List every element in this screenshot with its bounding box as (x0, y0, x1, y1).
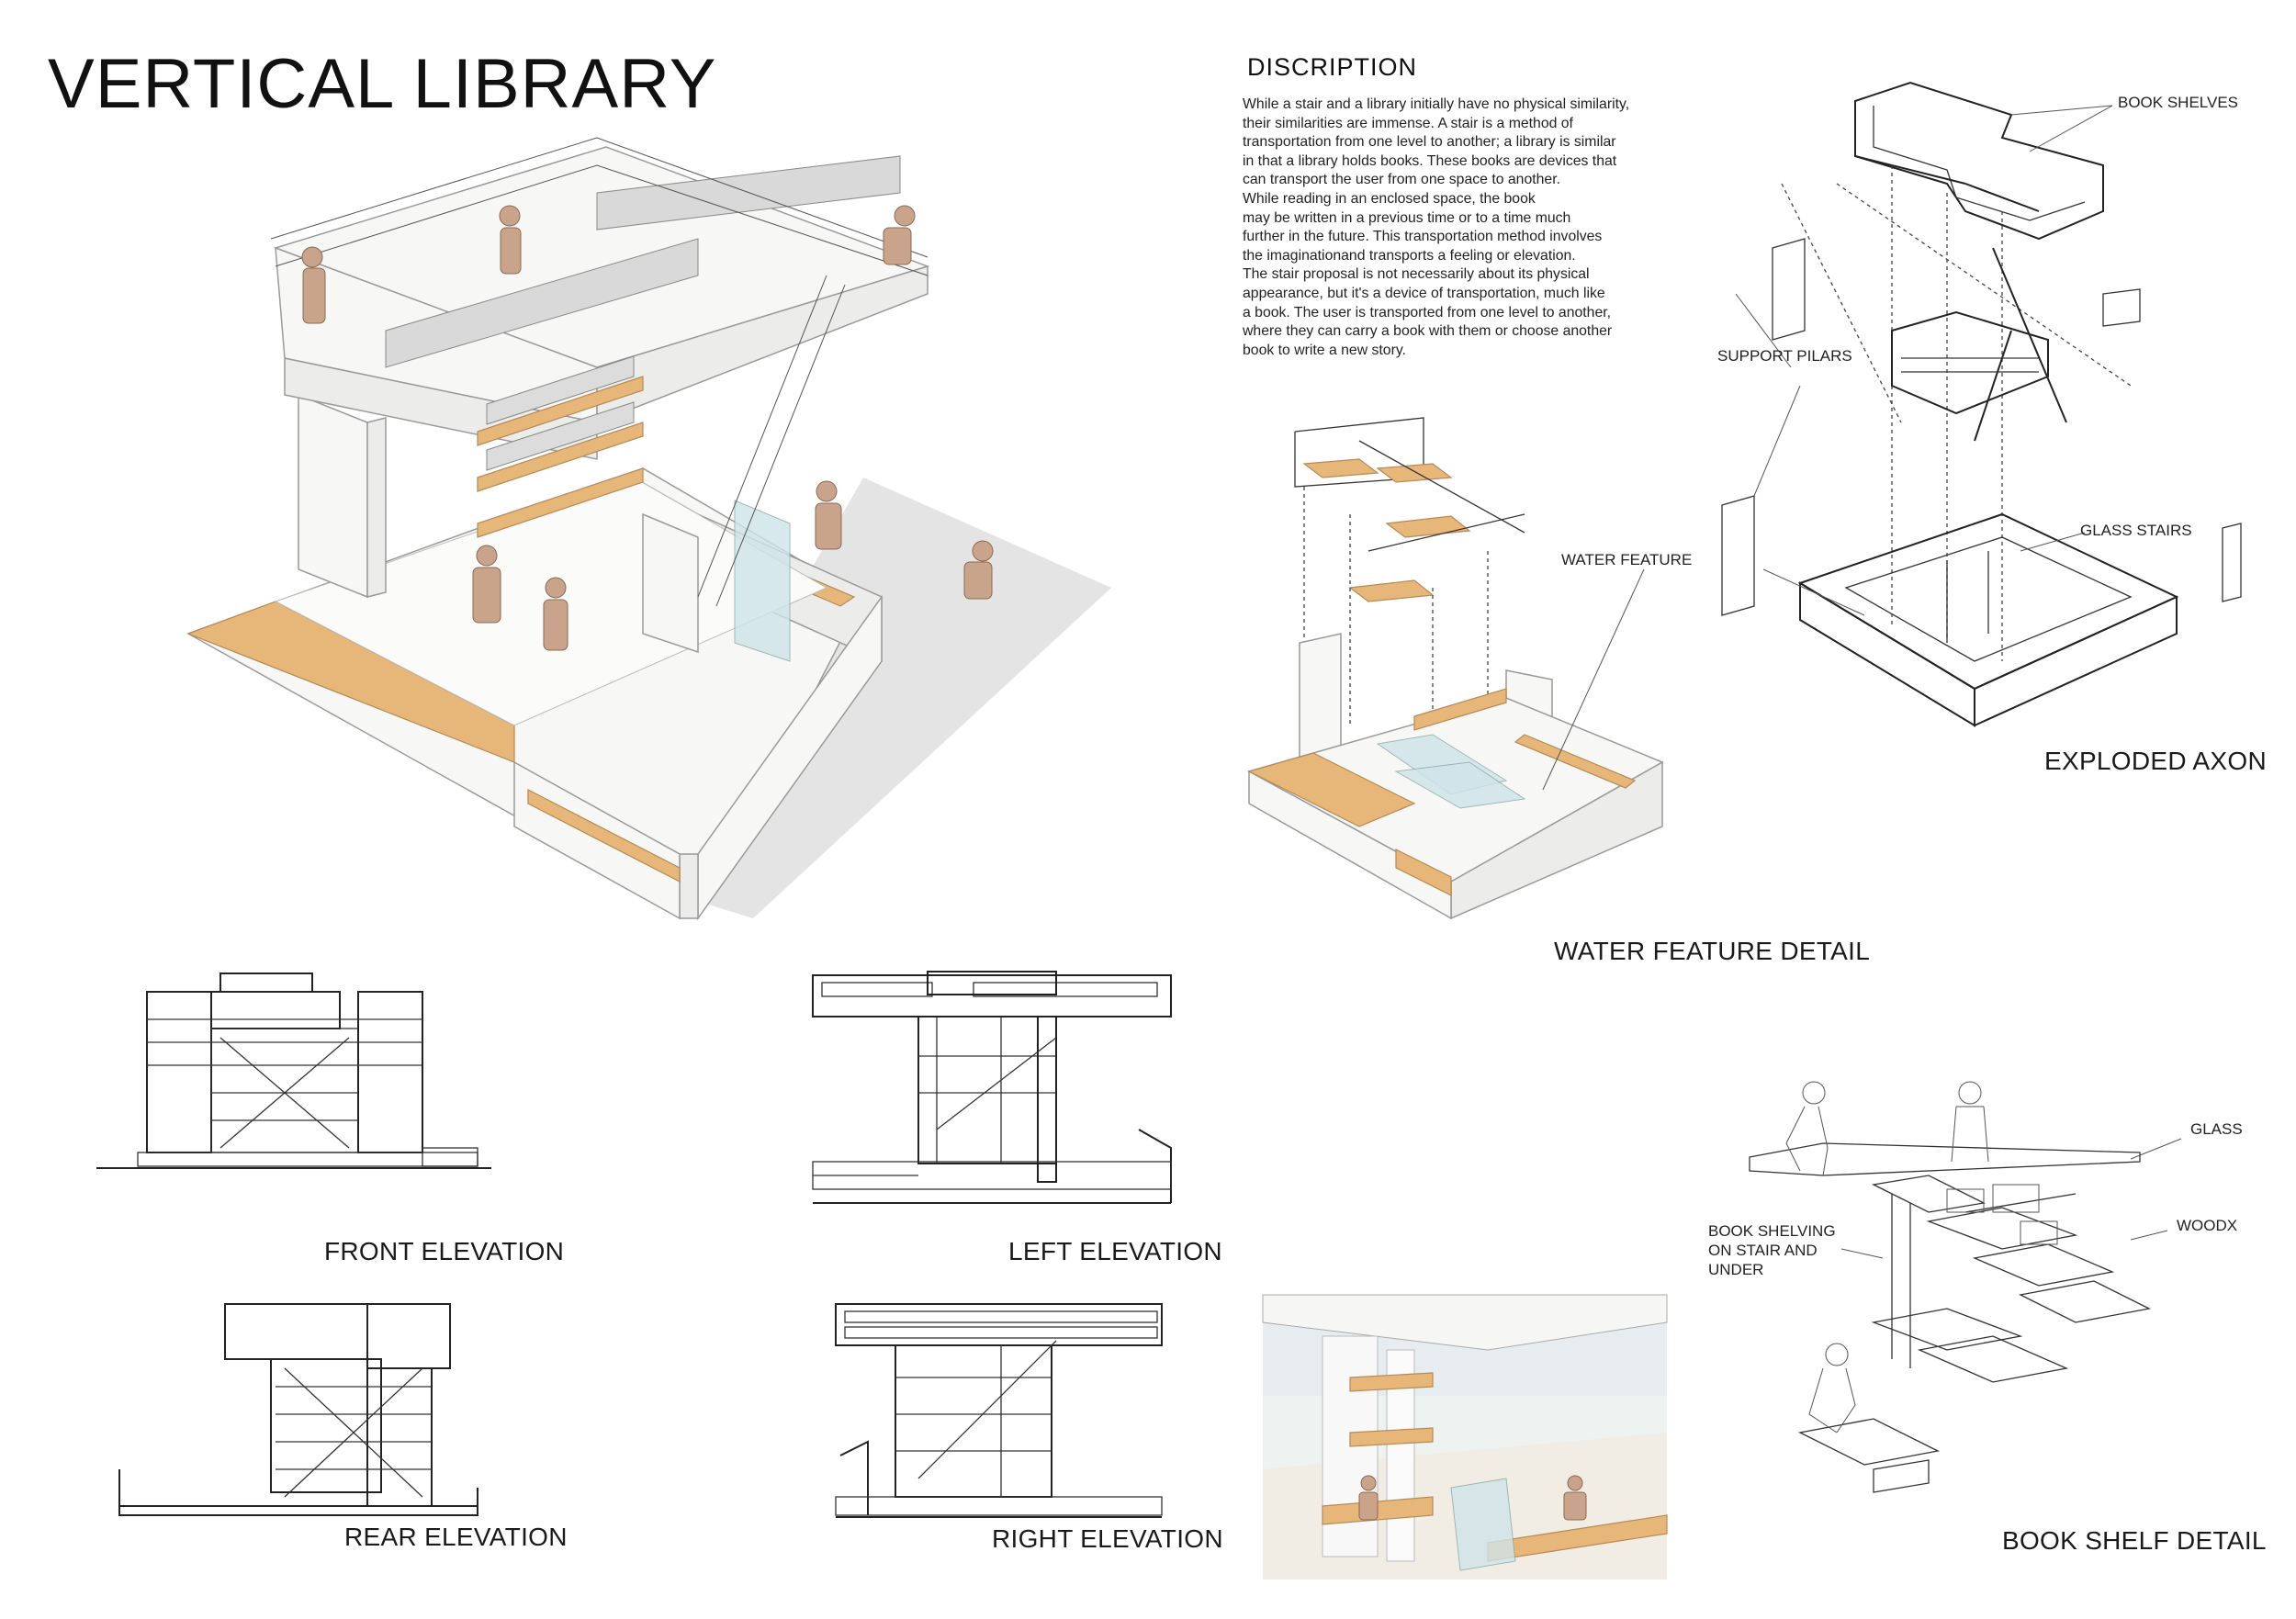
label-glass: GLASS (2190, 1120, 2243, 1138)
page-title: VERTICAL LIBRARY (48, 45, 717, 123)
description-line: their similarities are immense. A stair … (1243, 115, 1573, 131)
caption-water-feature-detail: WATER FEATURE DETAIL (1554, 937, 1871, 965)
description-line: where they can carry a book with them or… (1243, 323, 1613, 340)
description-line: While a stair and a library initially ha… (1243, 96, 1630, 112)
caption-front-elevation: FRONT ELEVATION (324, 1237, 565, 1265)
label-book-shelving-line: UNDER (1708, 1261, 1764, 1278)
description-line: book to write a new story. (1243, 342, 1406, 358)
label-book-shelving: BOOK SHELVING ON STAIR AND UNDER (1708, 1221, 1836, 1279)
caption-right-elevation: RIGHT ELEVATION (992, 1524, 1223, 1553)
label-woodx: WOODX (2177, 1217, 2238, 1234)
description-line: appearance, but it's a device of transpo… (1243, 285, 1605, 301)
description-line: may be written in a previous time or to … (1243, 209, 1571, 226)
caption-exploded-axon: EXPLODED AXON (2044, 747, 2267, 775)
description-line: transportation from one level to another… (1243, 134, 1616, 151)
description-text: While a stair and a library initially ha… (1243, 96, 1702, 360)
label-book-shelving-line: ON STAIR AND (1708, 1242, 1818, 1259)
caption-rear-elevation: REAR ELEVATION (344, 1523, 568, 1551)
label-book-shelving-line: BOOK SHELVING (1708, 1222, 1836, 1240)
description-line: While reading in an enclosed space, the … (1243, 190, 1536, 207)
description-line: further in the future. This transportati… (1243, 229, 1603, 245)
label-support-pilars: SUPPORT PILARS (1717, 347, 1852, 365)
caption-left-elevation: LEFT ELEVATION (1008, 1237, 1222, 1265)
label-book-shelves: BOOK SHELVES (2118, 94, 2239, 111)
caption-book-shelf-detail: BOOK SHELF DETAIL (2002, 1526, 2267, 1555)
description-heading: DISCRIPTION (1247, 53, 1418, 81)
description-line: a book. The user is transported from one… (1243, 304, 1612, 320)
description-line: The stair proposal is not necessarily ab… (1243, 266, 1590, 283)
label-water-feature: WATER FEATURE (1561, 551, 1693, 568)
description-line: can transport the user from one space to… (1243, 172, 1560, 188)
description-line: the imaginationand transports a feeling … (1243, 247, 1576, 264)
description-line: in that a library holds books. These boo… (1243, 152, 1617, 169)
label-glass-stairs: GLASS STAIRS (2080, 522, 2192, 539)
